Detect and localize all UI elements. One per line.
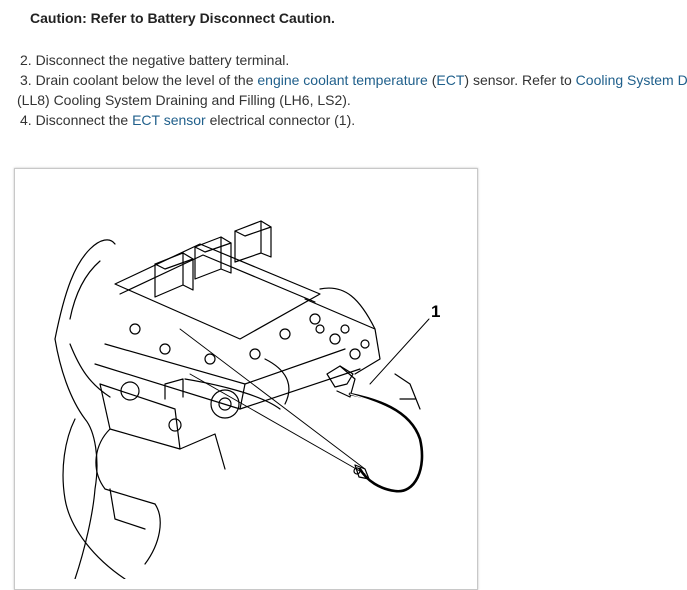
step-3-text-mid1: ( — [427, 72, 437, 88]
caution-heading: Caution: Refer to Battery Disconnect Cau… — [30, 10, 335, 26]
step-4: 4. Disconnect the ECT sensor electrical … — [20, 110, 355, 130]
step-2: 2. Disconnect the negative battery termi… — [20, 52, 290, 68]
cooling-system-link[interactable]: Cooling System D — [575, 72, 687, 88]
step-4-text-post: electrical connector (1). — [205, 112, 356, 128]
engine-line-drawing — [54, 220, 430, 579]
step-3-text-pre: 3. Drain coolant below the level of the — [20, 72, 258, 88]
ect-term-link[interactable]: engine coolant temperature — [257, 72, 428, 88]
callout-label: 1 — [431, 302, 441, 321]
step-3: 3. Drain coolant below the level of the … — [20, 70, 687, 90]
step-3-continuation: (LL8) Cooling System Draining and Fillin… — [17, 92, 351, 108]
step-3-text-mid2: ) sensor. Refer to — [464, 72, 576, 88]
ect-sensor-link[interactable]: ECT sensor — [132, 112, 206, 128]
ect-abbrev-link[interactable]: ECT — [436, 72, 465, 88]
step-4-text-pre: 4. Disconnect the — [20, 112, 133, 128]
engine-illustration: 1 — [14, 168, 478, 590]
